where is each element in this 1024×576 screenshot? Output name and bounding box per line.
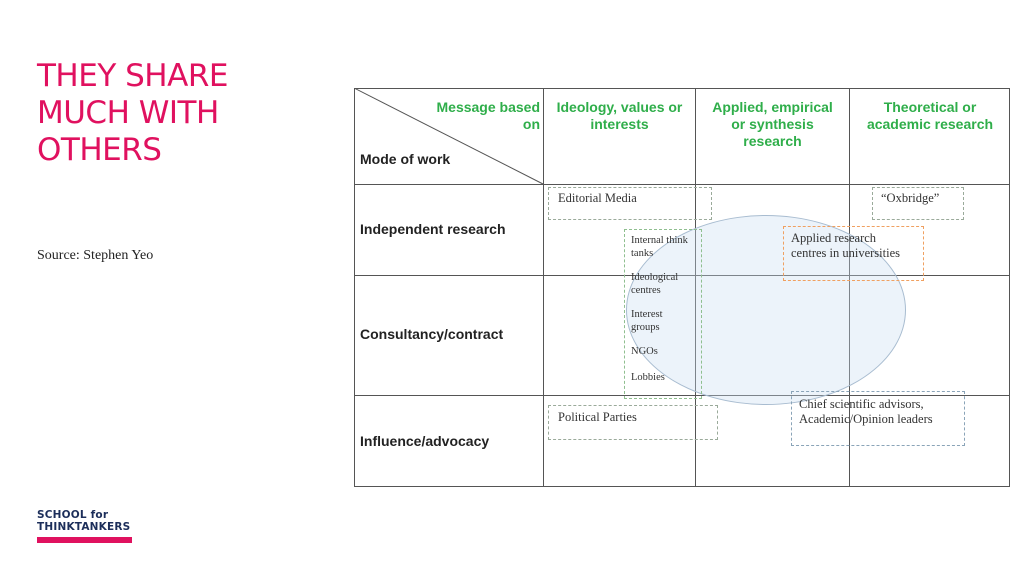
corner-header-message-based: Message based on	[424, 99, 541, 133]
header-line: academic research	[866, 116, 994, 132]
header-line: on	[522, 116, 540, 132]
grid-row-divider	[354, 184, 1010, 185]
chief-scientific-advisors-box: Chief scientific advisors, Academic/Opin…	[791, 391, 965, 446]
row-header-independent-research: Independent research	[360, 221, 506, 237]
box-label: Editorial Media	[558, 191, 637, 205]
title-line: THEY SHARE	[37, 58, 228, 94]
header-line: research	[743, 133, 802, 149]
slide-title: THEY SHARE MUCH WITH OTHERS	[37, 58, 317, 169]
grid-col-divider	[543, 88, 544, 487]
box-label-line: Chief scientific advisors,	[799, 397, 924, 411]
grid-border-bottom	[354, 486, 1010, 487]
corner-diagonal-line	[354, 88, 544, 185]
header-line: Applied, empirical	[712, 99, 833, 115]
header-line: Message based	[436, 99, 541, 115]
grid-border-top	[354, 88, 1010, 89]
think-tank-types-box: Internal think tanks Ideological centres…	[624, 229, 702, 399]
school-for-thinktankers-logo: SCHOOL for THINKTANKERS	[37, 509, 137, 543]
editorial-media-box: Editorial Media	[548, 187, 712, 220]
source-caption: Source: Stephen Yeo	[37, 248, 154, 263]
box-label: Political Parties	[558, 410, 637, 424]
box-label-line: centres in universities	[791, 246, 900, 260]
box-item-ngos: NGOs	[631, 346, 658, 357]
oxbridge-box: “Oxbridge”	[872, 187, 964, 220]
box-label-line: Academic/Opinion leaders	[799, 412, 933, 426]
header-line: Theoretical or	[883, 99, 977, 115]
think-tank-matrix: Message based on Mode of work Ideology, …	[354, 88, 1010, 487]
box-item-internal-think-tanks: Internal think tanks	[631, 235, 688, 259]
box-item-ideological-centres: Ideological centres	[631, 272, 679, 296]
box-item-lobbies: Lobbies	[631, 371, 665, 383]
grid-row-divider	[354, 395, 1010, 396]
row-header-consultancy: Consultancy/contract	[360, 326, 504, 342]
box-label-line: Applied research	[791, 231, 877, 245]
box-item-interest-groups: Interest groups	[631, 309, 663, 333]
header-line: Ideology, values or	[556, 99, 683, 115]
column-header-theoretical: Theoretical or academic research	[850, 99, 1010, 133]
logo-line-2: THINKTANKERS	[37, 521, 131, 533]
logo-line-1: SCHOOL for	[37, 509, 137, 521]
think-tank-space-ellipse	[626, 215, 906, 405]
title-line: MUCH WITH	[37, 95, 219, 131]
row-header-influence: Influence/advocacy	[360, 433, 490, 449]
grid-border-right	[1009, 88, 1010, 487]
header-line: or synthesis	[731, 116, 814, 132]
political-parties-box: Political Parties	[548, 405, 718, 440]
column-header-applied: Applied, empirical or synthesis research	[696, 99, 849, 150]
applied-research-centres-box: Applied research centres in universities	[783, 226, 924, 281]
grid-border-left	[354, 88, 355, 487]
column-header-ideology: Ideology, values or interests	[544, 99, 695, 133]
logo-word-for: for	[90, 509, 109, 521]
logo-word-school: SCHOOL	[37, 509, 91, 521]
box-label: “Oxbridge”	[881, 191, 940, 205]
logo-underline-bar	[37, 537, 132, 543]
header-line: interests	[590, 116, 649, 132]
corner-header-mode-of-work: Mode of work	[360, 151, 451, 167]
title-line: OTHERS	[37, 132, 162, 168]
